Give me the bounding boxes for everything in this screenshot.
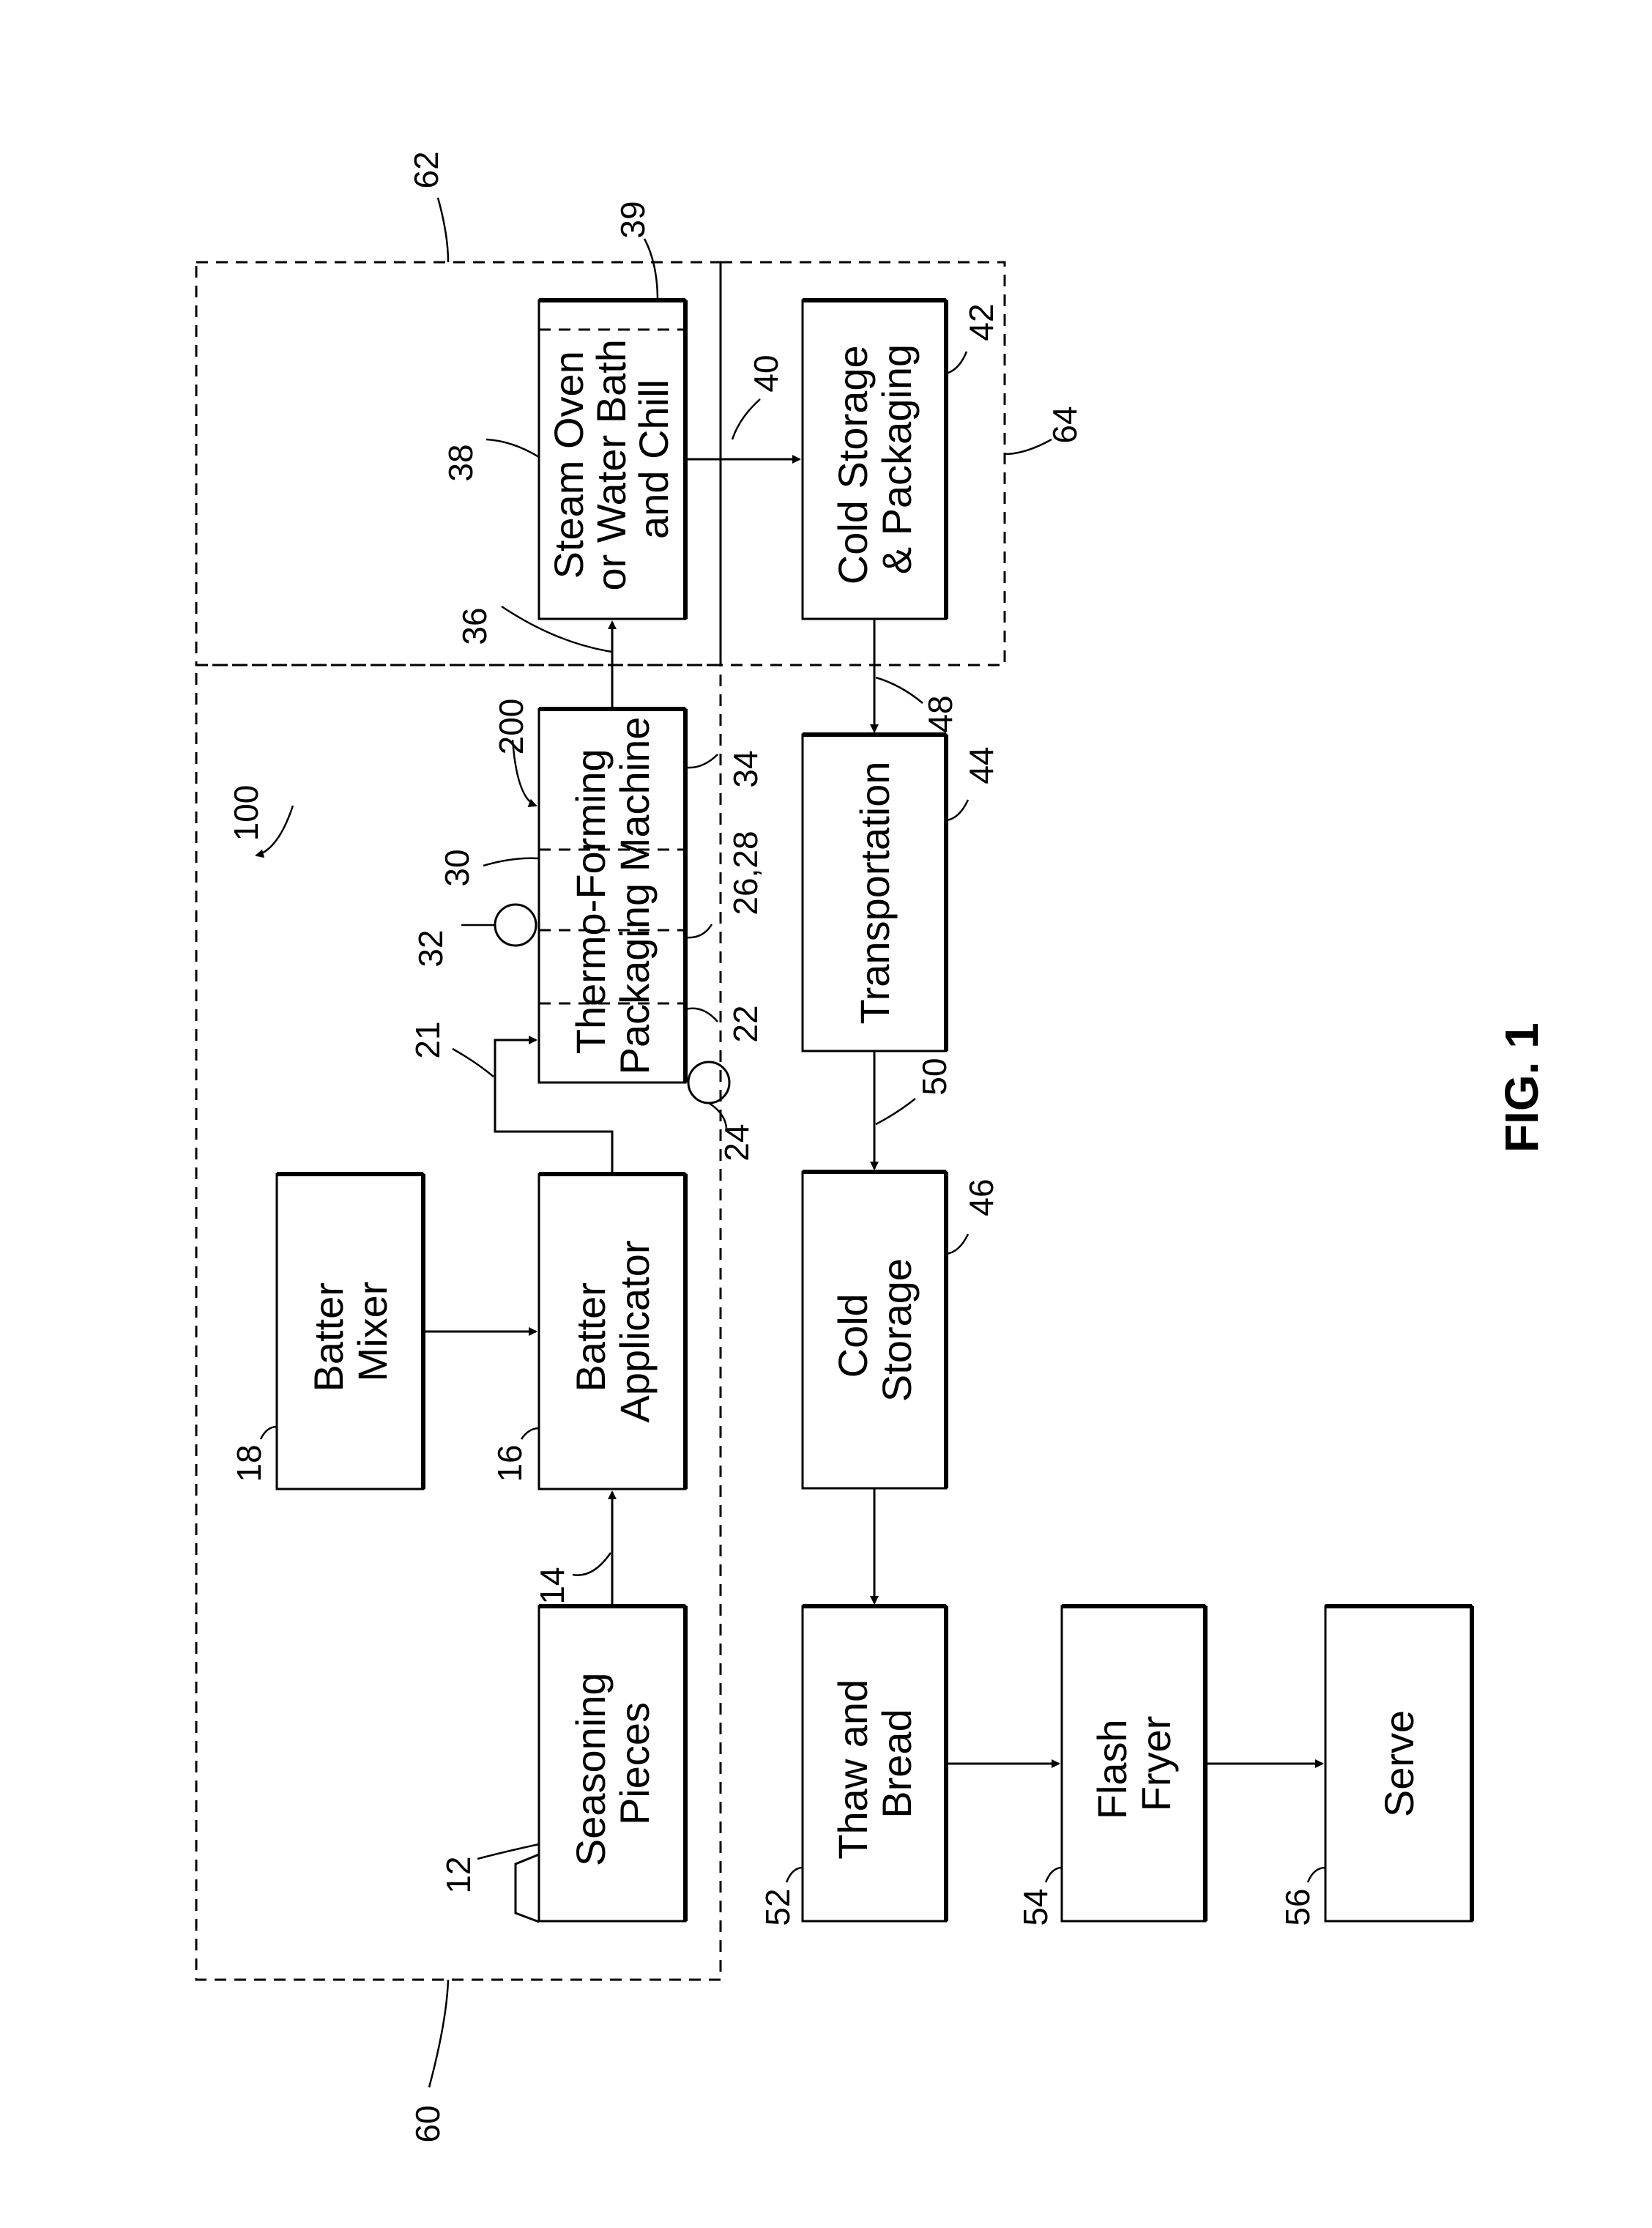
ref-26-28: 26,28 bbox=[726, 831, 764, 915]
cold-storage-packaging-line2: & Packaging bbox=[874, 344, 920, 574]
box-batter-applicator: Batter Applicator bbox=[539, 1174, 685, 1489]
figure-caption: FIG. 1 bbox=[1495, 1022, 1548, 1153]
ref-21: 21 bbox=[409, 1021, 447, 1058]
box-flash-fryer: Flash Fryer bbox=[1062, 1606, 1205, 1921]
ref-42: 42 bbox=[962, 303, 1000, 341]
transportation-line1: Transportation bbox=[852, 762, 898, 1025]
ref-52: 52 bbox=[759, 1888, 797, 1926]
ref-56: 56 bbox=[1279, 1888, 1317, 1926]
leader-54 bbox=[1046, 1868, 1062, 1882]
ref-39: 39 bbox=[614, 201, 652, 238]
leader-21 bbox=[453, 1049, 494, 1077]
ref-54: 54 bbox=[1016, 1888, 1054, 1926]
svg-text:Cold Storage & Packaging: Cold Storage & Packaging bbox=[830, 334, 920, 584]
box-transportation: Transportation bbox=[803, 735, 946, 1051]
ref-14: 14 bbox=[533, 1567, 571, 1604]
ref-22: 22 bbox=[726, 1005, 764, 1042]
ref-44: 44 bbox=[962, 746, 1000, 784]
seasoning-hopper-icon bbox=[516, 1854, 539, 1922]
thaw-and-bread-line1: Thaw and bbox=[830, 1679, 876, 1860]
batter-applicator-line1: Batter bbox=[568, 1282, 614, 1392]
seasoning-pieces-line1: Seasoning bbox=[568, 1672, 614, 1866]
box-thaw-and-bread: Thaw and Bread bbox=[803, 1606, 946, 1921]
leader-46 bbox=[946, 1234, 968, 1254]
leader-38 bbox=[486, 439, 539, 457]
leader-18 bbox=[261, 1427, 277, 1439]
cold-storage-line2: Storage bbox=[874, 1258, 920, 1402]
ref-12: 12 bbox=[439, 1856, 477, 1893]
ref-46: 46 bbox=[962, 1178, 1000, 1216]
box-cold-storage-packaging: Cold Storage & Packaging bbox=[803, 300, 946, 619]
box-seasoning-pieces: Seasoning Pieces bbox=[539, 1606, 685, 1921]
serve-line1: Serve bbox=[1376, 1710, 1422, 1817]
ref-100: 100 bbox=[227, 785, 265, 842]
ref-50: 50 bbox=[915, 1058, 953, 1095]
film-roll-32-icon bbox=[495, 905, 536, 946]
svg-text:Transportation: Transportation bbox=[852, 762, 898, 1025]
leader-60 bbox=[429, 1980, 448, 2087]
ref-34: 34 bbox=[726, 750, 764, 787]
svg-text:Batter Mixer: Batter Mixer bbox=[305, 1271, 395, 1392]
leader-52 bbox=[786, 1868, 803, 1882]
svg-text:Flash Fryer: Flash Fryer bbox=[1089, 1708, 1179, 1820]
batter-mixer-line2: Mixer bbox=[349, 1282, 395, 1382]
leader-42 bbox=[946, 352, 967, 374]
leader-12 bbox=[477, 1844, 539, 1859]
ref-30: 30 bbox=[438, 849, 476, 886]
thermo-forming-line1: Thermo-Forming bbox=[568, 749, 614, 1054]
steam-oven-line2: or Water Bath bbox=[588, 339, 634, 590]
ref-48: 48 bbox=[921, 695, 959, 732]
ref-64: 64 bbox=[1046, 406, 1084, 443]
ref-40: 40 bbox=[747, 354, 785, 392]
box-cold-storage: Cold Storage bbox=[803, 1172, 946, 1488]
ref-32: 32 bbox=[412, 929, 450, 967]
flash-fryer-line2: Fryer bbox=[1133, 1716, 1179, 1812]
flash-fryer-line1: Flash bbox=[1089, 1719, 1135, 1819]
leader-26-28 bbox=[685, 924, 712, 937]
leader-34 bbox=[685, 754, 718, 768]
thermo-forming-line2: Packaging Machine bbox=[611, 717, 658, 1075]
leader-62 bbox=[438, 198, 448, 262]
film-roll-24-icon bbox=[688, 1062, 729, 1103]
ref-62: 62 bbox=[407, 151, 445, 188]
leader-22 bbox=[685, 1009, 718, 1022]
box-batter-mixer: Batter Mixer bbox=[277, 1174, 423, 1489]
seasoning-pieces-line2: Pieces bbox=[611, 1702, 658, 1825]
cold-storage-line1: Cold bbox=[830, 1293, 876, 1378]
thaw-and-bread-line2: Bread bbox=[874, 1709, 920, 1818]
leader-40 bbox=[732, 399, 760, 439]
ref-24: 24 bbox=[718, 1124, 756, 1161]
leader-30 bbox=[483, 858, 539, 866]
leader-14 bbox=[573, 1553, 611, 1575]
batter-mixer-line1: Batter bbox=[305, 1282, 351, 1392]
ref-18: 18 bbox=[230, 1444, 268, 1482]
steam-oven-line3: and Chill bbox=[630, 379, 677, 539]
leader-16 bbox=[521, 1428, 539, 1439]
leader-48 bbox=[876, 677, 923, 703]
batter-applicator-line2: Applicator bbox=[611, 1240, 658, 1422]
leader-44 bbox=[946, 800, 968, 820]
svg-text:Serve: Serve bbox=[1376, 1710, 1422, 1817]
box-serve: Serve bbox=[1325, 1606, 1472, 1921]
leader-39 bbox=[644, 239, 658, 300]
ref-36: 36 bbox=[455, 607, 494, 645]
ref-60: 60 bbox=[409, 2105, 447, 2142]
leader-50 bbox=[876, 1099, 915, 1124]
leader-64 bbox=[1005, 439, 1052, 454]
steam-oven-line1: Steam Oven bbox=[546, 351, 592, 579]
ref-38: 38 bbox=[442, 444, 480, 481]
ref-16: 16 bbox=[491, 1444, 529, 1482]
svg-text:Thermo-Forming Packaging: Thermo-Forming Packaging Machine bbox=[568, 717, 658, 1075]
ref-200: 200 bbox=[492, 699, 530, 755]
box-steam-oven: Steam Oven or Water Bath and Chill bbox=[539, 300, 685, 619]
cold-storage-packaging-line1: Cold Storage bbox=[830, 345, 876, 584]
leader-56 bbox=[1308, 1868, 1325, 1882]
box-thermo-forming-packaging-machine: Thermo-Forming Packaging Machine bbox=[539, 709, 685, 1083]
